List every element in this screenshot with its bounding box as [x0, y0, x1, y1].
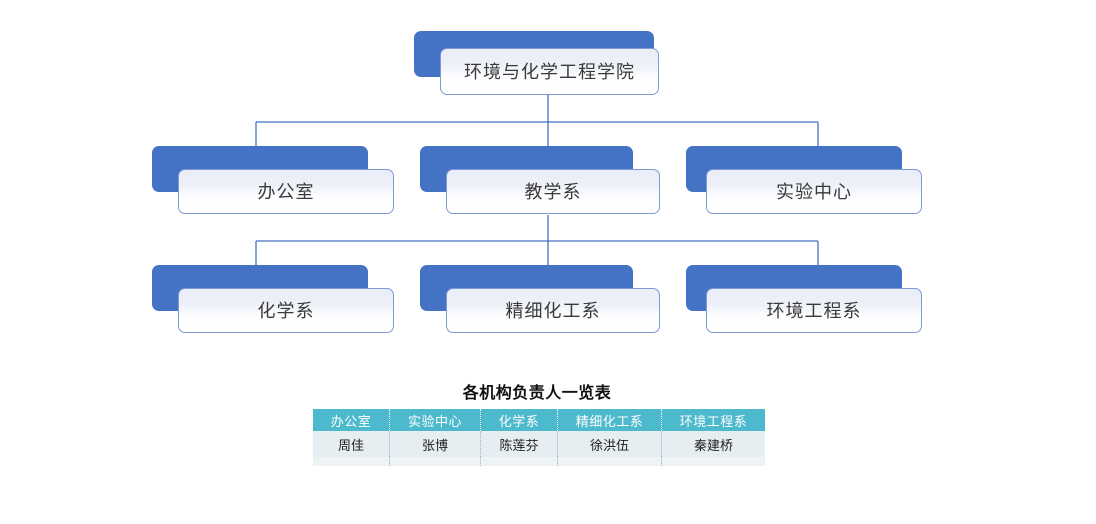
- table-cell: 周佳: [313, 431, 390, 458]
- org-node-label: 实验中心: [776, 181, 852, 202]
- node-card[interactable]: 环境工程系: [706, 288, 922, 333]
- leaders-table-block: 各机构负责人一览表 办公室 实验中心 化学系 精细化工系 环境工程系 周佳 张博…: [313, 384, 765, 467]
- org-node-fine-chemicals[interactable]: 精细化工系: [420, 265, 660, 333]
- org-node-chemistry[interactable]: 化学系: [152, 265, 394, 333]
- table-cell: 张博: [389, 431, 481, 458]
- org-node-teaching[interactable]: 教学系: [420, 146, 660, 214]
- table-row: 周佳 张博 陈莲芬 徐洪伍 秦建桥: [313, 431, 765, 458]
- table-row-spacer: [313, 457, 765, 467]
- table-header-row: 办公室 实验中心 化学系 精细化工系 环境工程系: [313, 409, 765, 432]
- org-node-office[interactable]: 办公室: [152, 146, 394, 214]
- node-card[interactable]: 化学系: [178, 288, 394, 333]
- table-title: 各机构负责人一览表: [462, 385, 612, 402]
- table-header-cell: 办公室: [313, 409, 390, 432]
- org-node-label: 环境与化学工程学院: [464, 61, 635, 82]
- node-card[interactable]: 实验中心: [706, 169, 922, 214]
- org-node-label: 化学系: [257, 300, 315, 321]
- table-cell-spacer: [661, 457, 765, 467]
- table-header-cell: 精细化工系: [557, 409, 662, 432]
- table-cell-spacer: [557, 457, 662, 467]
- table-cell-spacer: [313, 457, 390, 467]
- org-node-label: 教学系: [524, 181, 582, 202]
- org-node-label: 环境工程系: [766, 300, 862, 321]
- org-chart: 环境与化学工程学院 办公室 教学系 实验中心 化学系 精细化工系: [152, 31, 922, 333]
- table-cell-spacer: [480, 457, 558, 467]
- org-node-label: 精细化工系: [505, 300, 601, 321]
- node-card[interactable]: 环境与化学工程学院: [440, 48, 659, 95]
- node-card[interactable]: 办公室: [178, 169, 394, 214]
- leaders-table: 办公室 实验中心 化学系 精细化工系 环境工程系 周佳 张博 陈莲芬 徐洪伍 秦…: [313, 409, 765, 467]
- table-header-cell: 环境工程系: [661, 409, 765, 432]
- org-node-root[interactable]: 环境与化学工程学院: [414, 31, 659, 95]
- org-node-environmental-eng[interactable]: 环境工程系: [686, 265, 922, 333]
- org-node-label: 办公室: [257, 181, 315, 202]
- table-cell: 陈莲芬: [480, 431, 558, 458]
- table-header-cell: 实验中心: [389, 409, 481, 432]
- table-cell: 秦建桥: [661, 431, 765, 458]
- table-header-cell: 化学系: [480, 409, 558, 432]
- table-cell-spacer: [389, 457, 481, 467]
- org-node-lab-center[interactable]: 实验中心: [686, 146, 922, 214]
- node-card[interactable]: 教学系: [446, 169, 660, 214]
- node-card[interactable]: 精细化工系: [446, 288, 660, 333]
- table-cell: 徐洪伍: [557, 431, 662, 458]
